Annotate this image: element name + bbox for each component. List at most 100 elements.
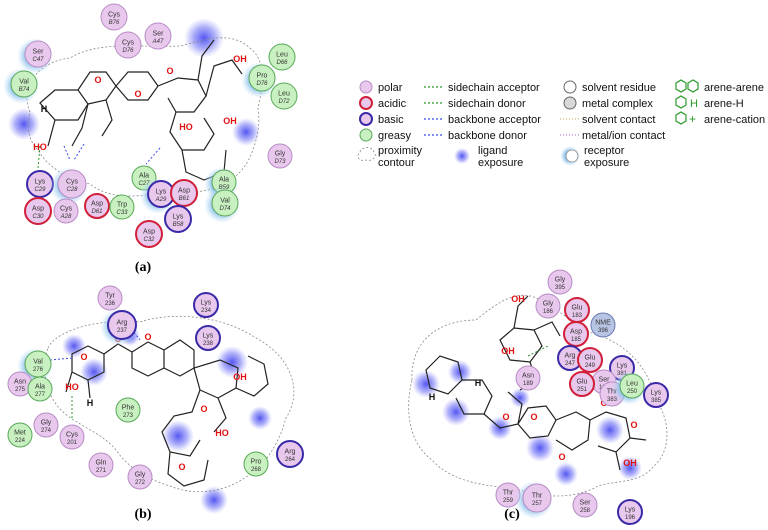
legend-metal-complex: metal complex: [582, 98, 653, 110]
residue-number: A29: [155, 197, 167, 203]
residue-name: Cys: [122, 40, 135, 47]
residue-name: Gln: [96, 460, 107, 467]
exposure-c: [412, 360, 642, 486]
residue-disc: [57, 169, 87, 199]
svg-text:HO: HO: [179, 122, 193, 132]
residue-number: 250: [627, 389, 638, 395]
legend-proximity-line1: proximity: [378, 145, 423, 157]
residue-name: Lys: [201, 300, 212, 307]
residue-number: D61: [91, 209, 102, 215]
atoms-a: O O O OH HO HO H OH: [33, 54, 247, 152]
residue-disc: [135, 220, 163, 248]
residue-disc: [643, 382, 669, 408]
legend-arene-arene: arene-arene: [704, 82, 764, 94]
arene-arene-icon: [675, 79, 699, 93]
residue-disc: [572, 492, 598, 518]
residue-number: 185: [571, 337, 582, 343]
residue-number: 257: [532, 501, 543, 507]
residue-disc: [115, 397, 141, 423]
proximity-contour-c: [408, 294, 668, 497]
residue-disc: [144, 22, 172, 50]
residue-number: C47: [32, 57, 44, 63]
residue-number: 275: [15, 387, 26, 393]
residue-name: Lys: [173, 214, 184, 221]
residue-name: Cys: [60, 206, 73, 213]
panel-c: OH OH O O O O O O OH H H Gly395Gly186Glu…: [408, 269, 669, 525]
residue-number: 237: [117, 328, 128, 334]
residue-name: Met: [14, 430, 26, 437]
panel-label-b: (b): [134, 507, 151, 522]
residue-number: 189: [523, 381, 534, 387]
residue-name: Ser: [599, 377, 611, 384]
residue-disc: [211, 189, 239, 217]
residue-disc: [59, 424, 85, 450]
residue-number: 259: [503, 498, 514, 504]
residue-name: Asp: [178, 188, 190, 195]
legend-proximity-swatch: [357, 147, 376, 161]
residue-number: D76: [256, 81, 268, 87]
residue-number: D74: [219, 206, 231, 212]
residue-disc: [100, 3, 128, 31]
svg-text:H: H: [41, 104, 48, 114]
residue-name: Ala: [35, 384, 45, 391]
svg-text:OH: OH: [501, 346, 515, 356]
svg-text:O: O: [134, 89, 141, 99]
svg-text:O: O: [144, 332, 151, 342]
residue-number: C32: [143, 237, 155, 243]
residue-number: C33: [116, 210, 128, 216]
svg-text:O: O: [558, 452, 565, 462]
legend-ligand-exposure-swatch: [454, 148, 470, 164]
residue-name: Arg: [285, 449, 296, 456]
residue-name: Val: [33, 359, 43, 366]
svg-text:H: H: [690, 98, 698, 110]
residues-panel-a: CysB76CysD76SerA47SerC47ValB74LeuD66ProD…: [3, 3, 298, 248]
residue-disc: [522, 483, 552, 513]
residue-name: Leu: [626, 381, 638, 388]
residue-disc: [270, 82, 298, 110]
legend-solvent-swatch: [563, 80, 577, 94]
residue-name: Lys: [625, 507, 636, 514]
legend-arene-h: arene-H: [704, 98, 744, 110]
svg-text:O: O: [200, 404, 207, 414]
residue-number: 268: [251, 467, 262, 473]
residue-number: 238: [203, 341, 214, 347]
residue-number: 186: [543, 309, 554, 315]
residue-number: C28: [66, 187, 78, 193]
legend-sc-donor: sidechain donor: [448, 98, 526, 110]
svg-text:O: O: [502, 412, 509, 422]
residue-name: Cys: [66, 179, 79, 186]
legend-proximity-line2: contour: [378, 157, 415, 169]
residue-name: Gly: [543, 301, 554, 308]
svg-text:OH: OH: [233, 54, 247, 64]
residue-number: 183: [572, 313, 583, 319]
residue-disc: [7, 422, 33, 448]
residue-name: Asp: [32, 206, 44, 213]
legend-sc-acceptor: sidechain acceptor: [448, 82, 540, 94]
residue-name: Ala: [139, 173, 149, 180]
svg-text:O: O: [630, 420, 637, 430]
exposure-b: [62, 326, 272, 514]
residue-name: Glu: [572, 305, 583, 312]
residue-number: 201: [67, 440, 78, 446]
residue-disc: [547, 269, 573, 295]
legend-ligand-exposure-line1: ligand: [478, 145, 507, 157]
